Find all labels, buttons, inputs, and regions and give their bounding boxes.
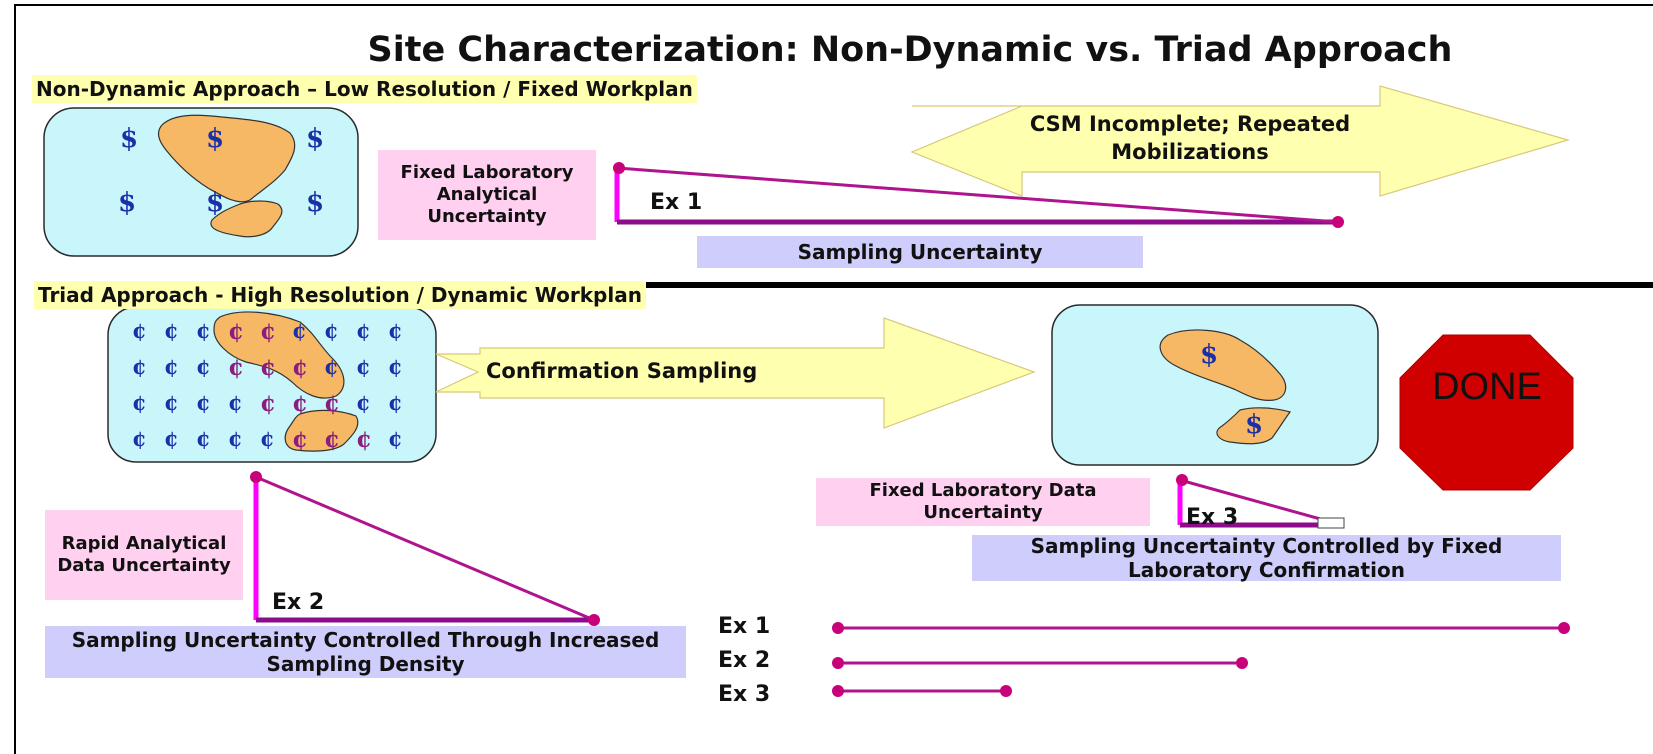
- ex3-triangle-label: Ex 3: [1186, 505, 1239, 530]
- cent-sample-icon: ¢: [388, 426, 403, 451]
- cent-sample-icon: ¢: [324, 390, 341, 417]
- sampling-uncertainty-label: Sampling Uncertainty: [697, 236, 1143, 268]
- cent-sample-icon: ¢: [260, 354, 277, 381]
- cent-sample-icon: ¢: [164, 426, 179, 451]
- contamination-plume-large: [157, 114, 296, 203]
- csm-incomplete-arrow-shape: [910, 85, 1571, 197]
- non-dynamic-band-label: Non-Dynamic Approach – Low Resolution / …: [32, 75, 697, 103]
- section-divider: [34, 282, 1653, 288]
- cent-sample-icon: ¢: [260, 390, 277, 417]
- ex3-sampling-uncertainty-label: Sampling Uncertainty Controlled by Fixed…: [972, 534, 1561, 582]
- cent-sample-icon: ¢: [228, 390, 243, 415]
- cent-sample-icon: ¢: [292, 426, 309, 453]
- cent-sample-icon: ¢: [324, 426, 341, 453]
- ex2-sampling-uncertainty-label: Sampling Uncertainty Controlled Through …: [45, 626, 686, 678]
- cent-sample-icon: ¢: [132, 354, 147, 379]
- cent-sample-icon: ¢: [324, 318, 339, 343]
- cent-sample-icon: ¢: [388, 390, 403, 415]
- cent-sample-icon: ¢: [260, 426, 275, 451]
- ex2-triangle-label: Ex 2: [272, 590, 325, 615]
- cent-sample-icon: ¢: [164, 354, 179, 379]
- cent-sample-icon: ¢: [260, 318, 277, 345]
- dollar-sample-icon: $: [120, 124, 139, 154]
- csm-incomplete-arrow-label: CSM Incomplete; Repeated Mobilizations: [1029, 112, 1351, 164]
- rapid-analytical-uncertainty-label: Rapid Analytical Data Uncertainty: [45, 510, 243, 600]
- cent-sample-icon: ¢: [228, 354, 245, 381]
- cent-sample-icon: ¢: [164, 318, 179, 343]
- csm-incomplete-arrow: [912, 86, 1382, 106]
- dollar-sample-icon: $: [306, 124, 325, 154]
- triad-band-label: Triad Approach - High Resolution / Dynam…: [34, 281, 646, 309]
- cent-sample-icon: ¢: [292, 390, 309, 417]
- stop-sign-done-label: DONE: [1432, 366, 1542, 408]
- confirmation-sampling-arrow-shape: [435, 317, 1036, 429]
- cent-sample-icon: ¢: [356, 390, 371, 415]
- diagram-title: Site Characterization: Non-Dynamic vs. T…: [367, 30, 1453, 70]
- ex1-triangle-label: Ex 1: [650, 190, 703, 215]
- fixed-lab-data-uncertainty-label: Fixed Laboratory Data Uncertainty: [816, 478, 1150, 526]
- comparison-ex1-label: Ex 1: [718, 614, 771, 639]
- cent-sample-icon: ¢: [196, 318, 211, 343]
- confirmation-site-map: [1051, 304, 1379, 466]
- cent-sample-icon: ¢: [132, 426, 147, 451]
- contamination-plume-small: [210, 200, 283, 238]
- dollar-sample-icon: $: [1245, 410, 1264, 440]
- cent-sample-icon: ¢: [228, 318, 245, 345]
- dollar-sample-icon: $: [206, 124, 225, 154]
- cent-sample-icon: ¢: [228, 426, 243, 451]
- triad-plume-small: [284, 409, 359, 452]
- cent-sample-icon: ¢: [132, 390, 147, 415]
- dollar-sample-icon: $: [118, 188, 137, 218]
- cent-sample-icon: ¢: [292, 354, 309, 381]
- dollar-sample-icon: $: [206, 188, 225, 218]
- cent-sample-icon: ¢: [292, 318, 307, 343]
- cent-sample-icon: ¢: [132, 318, 147, 343]
- fixed-lab-analytical-uncertainty-label: Fixed Laboratory Analytical Uncertainty: [378, 150, 596, 240]
- confirmation-plume-large: [1159, 329, 1287, 401]
- dollar-sample-icon: $: [306, 188, 325, 218]
- diagram-frame: [14, 4, 1653, 754]
- stop-sign-shape: [1399, 334, 1574, 491]
- dollar-sample-icon: $: [1200, 340, 1219, 370]
- cent-sample-icon: ¢: [356, 426, 373, 453]
- cent-sample-icon: ¢: [196, 390, 211, 415]
- comparison-ex3-label: Ex 3: [718, 682, 771, 707]
- cent-sample-icon: ¢: [356, 318, 371, 343]
- cent-sample-icon: ¢: [196, 426, 211, 451]
- triad-plume-large: [213, 311, 345, 399]
- cent-sample-icon: ¢: [164, 390, 179, 415]
- cent-sample-icon: ¢: [196, 354, 211, 379]
- cent-sample-icon: ¢: [388, 318, 403, 343]
- cent-sample-icon: ¢: [324, 354, 339, 379]
- cent-sample-icon: ¢: [388, 354, 403, 379]
- comparison-ex2-label: Ex 2: [718, 648, 771, 673]
- cent-sample-icon: ¢: [356, 354, 371, 379]
- confirmation-sampling-arrow-label: Confirmation Sampling: [486, 359, 758, 383]
- confirmation-plume-small: [1216, 407, 1292, 445]
